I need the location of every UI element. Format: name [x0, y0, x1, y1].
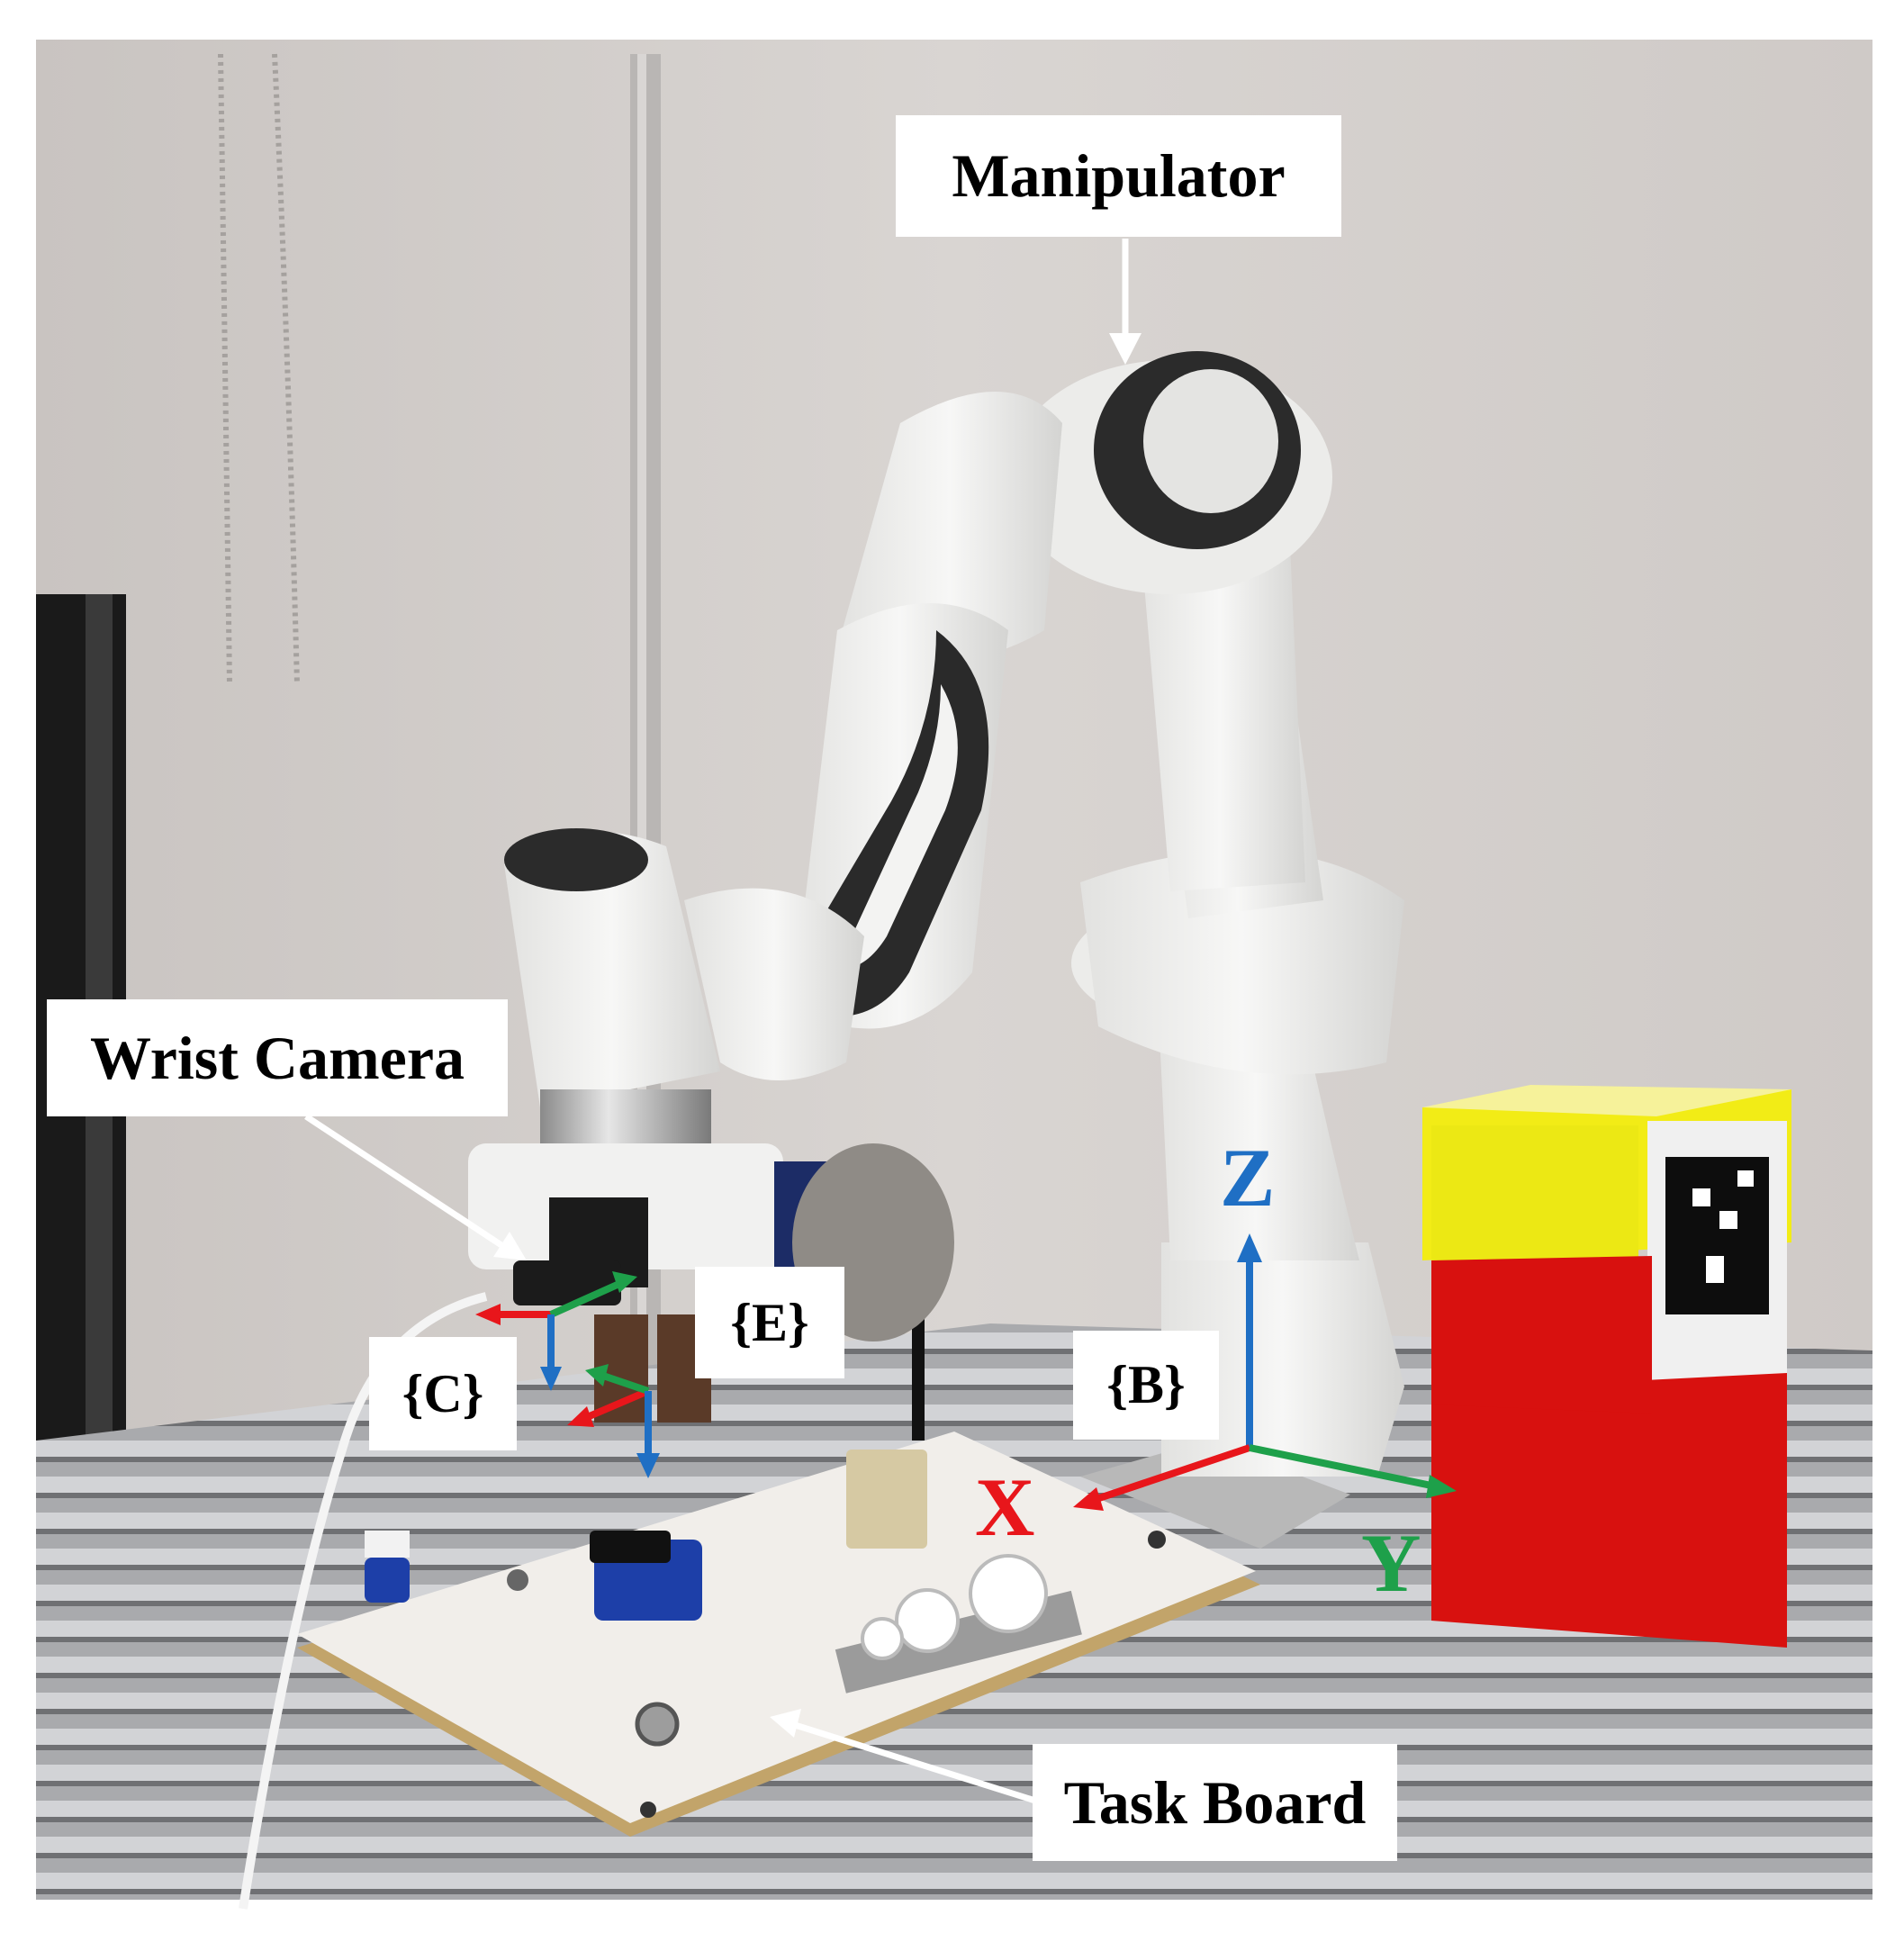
manipulator-label: Manipulator	[896, 115, 1341, 237]
frame-e-label: {E}	[695, 1267, 844, 1378]
axis-x-label: X	[975, 1461, 1035, 1553]
task-board-label: Task Board	[1033, 1744, 1397, 1861]
axis-y-label: Y	[1361, 1517, 1421, 1609]
frame-c-label: {C}	[369, 1337, 517, 1450]
axis-z-label: Z	[1220, 1132, 1276, 1224]
frame-b-label: {B}	[1073, 1331, 1219, 1440]
wrist-camera-label: Wrist Camera	[47, 999, 508, 1116]
